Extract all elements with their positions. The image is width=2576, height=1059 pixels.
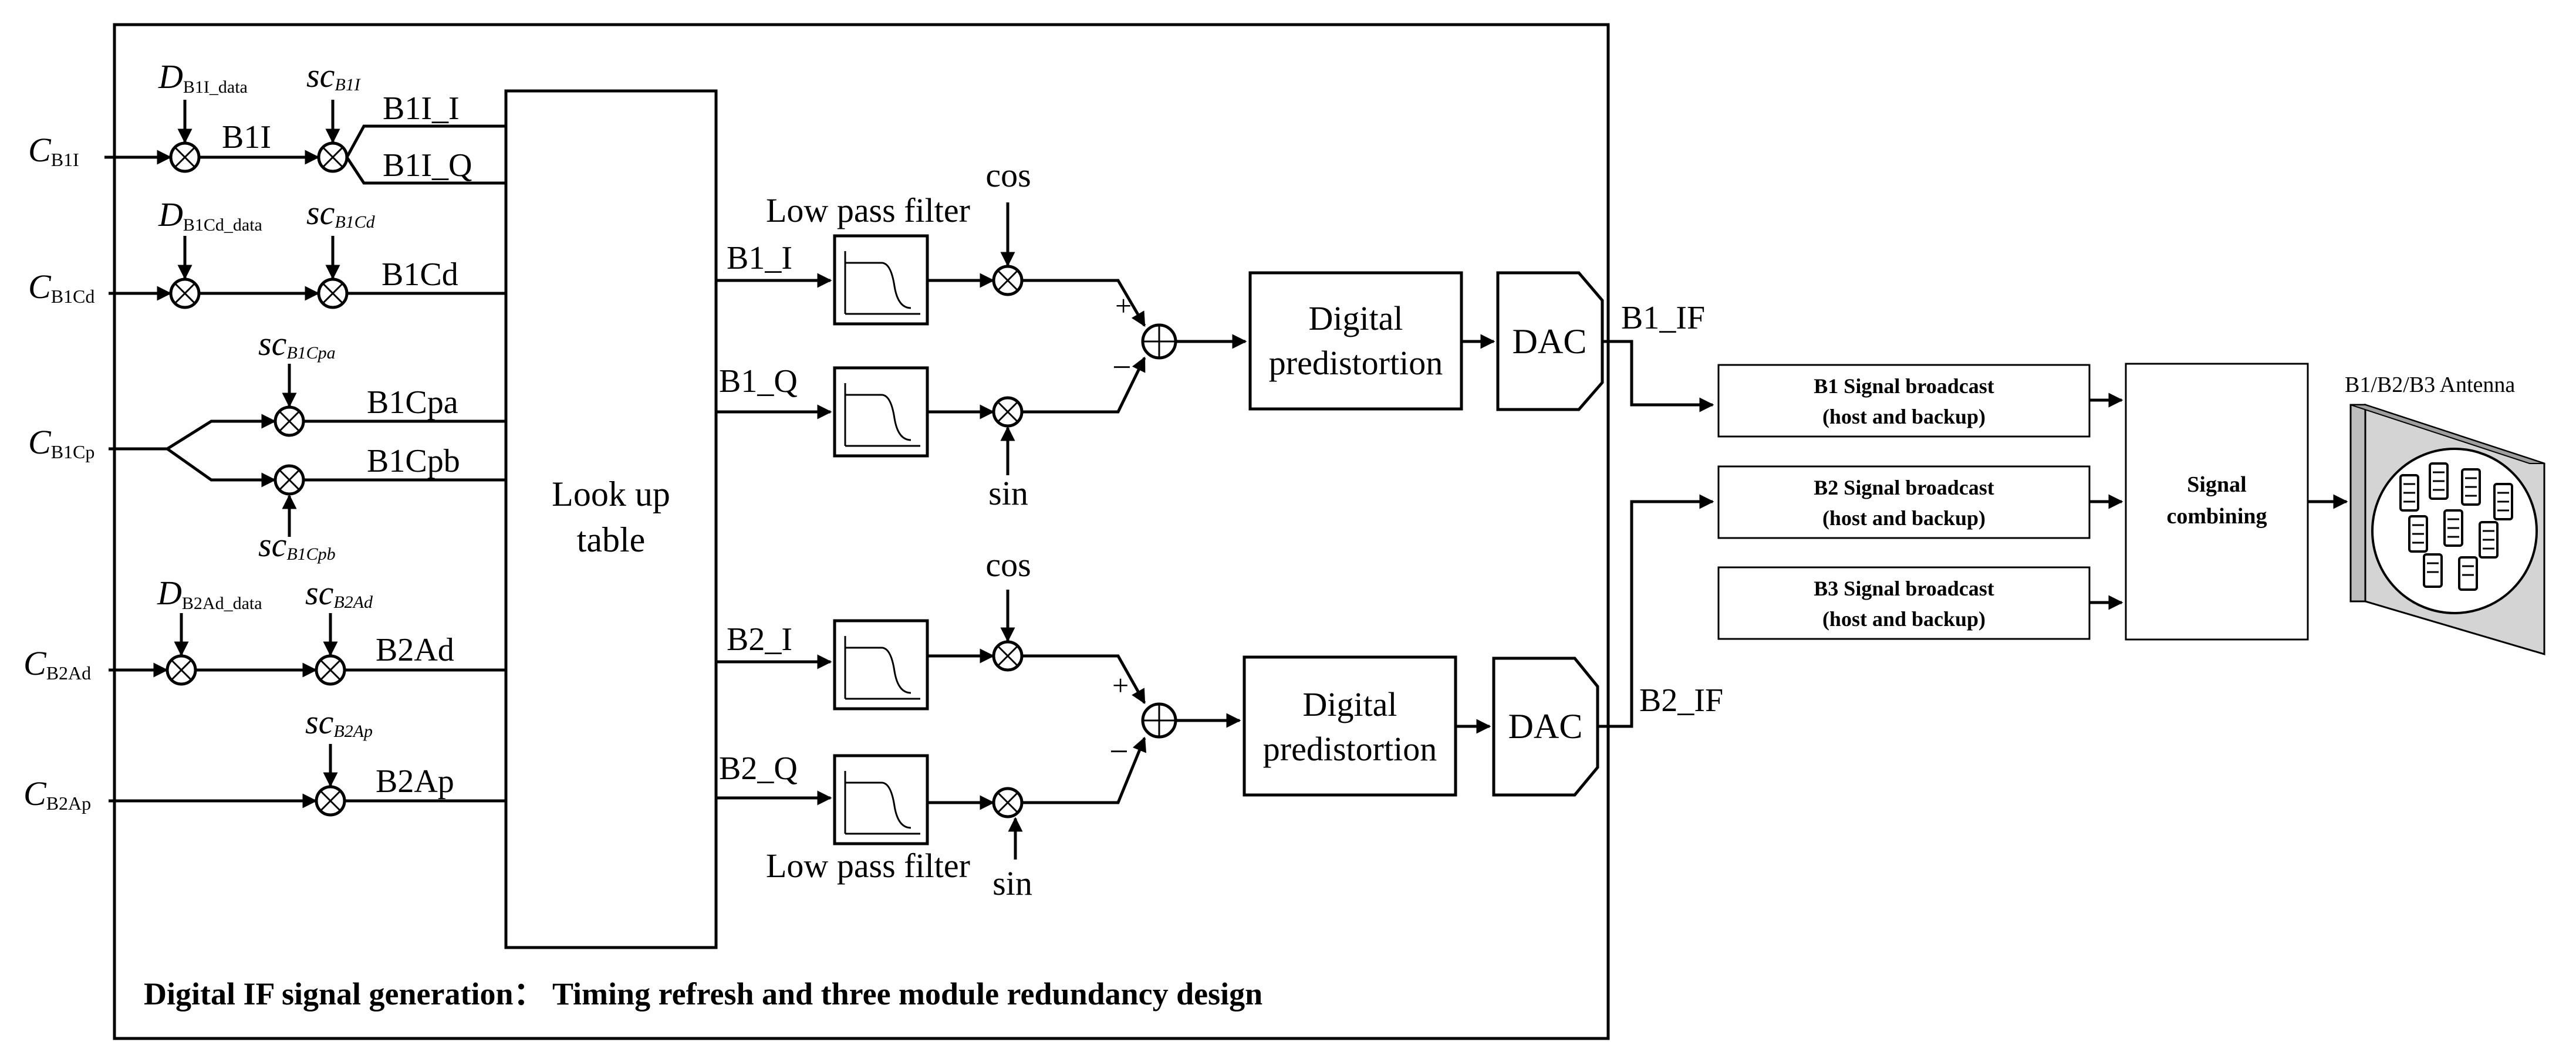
- look-up-table-line1: Look up: [552, 475, 670, 513]
- broadcast-b3-line2: (host and backup): [1822, 607, 1986, 631]
- digital-predistortion-b2-line1: Digital: [1302, 685, 1397, 723]
- broadcast-b2-line2: (host and backup): [1822, 506, 1986, 530]
- multiplier-b1cd-data: [169, 278, 201, 309]
- input-c-b2ad: CB2Ad: [23, 644, 91, 684]
- sin-label-b2: sin: [992, 864, 1032, 902]
- digital-predistortion-b1-line1: Digital: [1308, 299, 1403, 337]
- signal-b2ad: B2Ad: [376, 632, 454, 668]
- low-pass-filter-b1-i: [833, 234, 929, 326]
- signal-b1i-i: B1I_I: [383, 90, 460, 127]
- minus-sign-b1: −: [1112, 348, 1132, 386]
- label-sc-b2ap: scB2Ap: [305, 703, 373, 741]
- sin-label-b1: sin: [988, 474, 1028, 512]
- digital-predistortion-b2: [1243, 655, 1457, 797]
- digital-predistortion-b1-line2: predistortion: [1269, 344, 1443, 382]
- low-pass-filter-label-bottom: Low pass filter: [766, 847, 970, 885]
- label-sc-b1cpb: scB1Cpb: [258, 526, 336, 564]
- mixer-b1-cos: [992, 265, 1024, 296]
- multiplier-b1cpb-subcarrier: [274, 464, 305, 496]
- summer-b1: [1141, 323, 1177, 360]
- label-sc-b1cd: scB1Cd: [306, 194, 376, 232]
- module-caption: Digital IF signal generation： Timing ref…: [144, 976, 1262, 1011]
- signal-b1cd: B1Cd: [381, 256, 458, 293]
- low-pass-filter-b1-q: [833, 366, 929, 458]
- digital-predistortion-b2-line2: predistortion: [1263, 730, 1437, 768]
- look-up-table-block: [504, 89, 718, 949]
- plus-sign-b1: +: [1115, 289, 1132, 322]
- input-c-b1cd: CB1Cd: [28, 268, 94, 307]
- multiplier-b1i-data: [169, 141, 201, 173]
- signal-b2-q: B2_Q: [719, 750, 798, 787]
- signal-b2-i: B2_I: [727, 621, 792, 658]
- multiplier-b1cd-subcarrier: [317, 278, 349, 309]
- dac-b1-label: DAC: [1512, 322, 1587, 361]
- summer-b2: [1141, 702, 1177, 739]
- label-d-b1i-data: DB1I_data: [158, 57, 248, 97]
- multiplier-b2ad-data: [166, 654, 197, 686]
- antenna-label: B1/B2/B3 Antenna: [2345, 373, 2515, 397]
- label-sc-b1i: scB1I: [306, 56, 362, 94]
- dac-b2-label: DAC: [1508, 707, 1583, 746]
- label-sc-b2ad: scB2Ad: [305, 574, 373, 612]
- label-d-b1cd-data: DB1Cd_data: [158, 195, 262, 235]
- multiplier-b2ap-subcarrier: [315, 785, 346, 817]
- input-c-b2ap: CB2Ap: [23, 774, 91, 814]
- broadcast-b1-line1: B1 Signal broadcast: [1814, 374, 1994, 398]
- label-sc-b1cpa: scB1Cpa: [258, 324, 336, 363]
- multiplier-b2ad-subcarrier: [315, 654, 346, 686]
- look-up-table-line2: table: [577, 520, 646, 559]
- input-c-b1i: CB1I: [28, 131, 79, 170]
- signal-b1cpa: B1Cpa: [367, 384, 458, 421]
- mixer-b2-cos: [992, 640, 1024, 672]
- signal-b1i-q: B1I_Q: [383, 147, 472, 184]
- signal-b1-i: B1_I: [727, 240, 792, 276]
- cos-label-b2: cos: [985, 546, 1031, 584]
- mixer-b2-sin: [992, 787, 1024, 818]
- dac-b1: [1496, 271, 1604, 411]
- plus-sign-b2: +: [1112, 669, 1129, 702]
- multiplier-b1i-subcarrier: [317, 141, 349, 173]
- multiplier-b1cpa-subcarrier: [274, 405, 305, 437]
- cos-label-b1: cos: [985, 156, 1031, 194]
- minus-sign-b2: −: [1109, 732, 1129, 770]
- low-pass-filter-label-top: Low pass filter: [766, 191, 970, 229]
- low-pass-filter-b2-i: [833, 619, 929, 710]
- digital-if-module-frame: [113, 23, 1610, 1040]
- signal-b1cpb: B1Cpb: [367, 443, 460, 479]
- dac-b2: [1492, 657, 1599, 797]
- low-pass-filter-b2-q: [833, 754, 929, 845]
- antenna-panel-icon: [2349, 403, 2545, 656]
- label-d-b2ad-data: DB2Ad_data: [157, 574, 262, 613]
- signal-b1-q: B1_Q: [719, 363, 798, 400]
- digital-predistortion-b1: [1248, 271, 1463, 411]
- signal-combining-line1: Signal: [2187, 472, 2246, 497]
- signal-b1i: B1I: [222, 119, 271, 155]
- input-c-b1cp: CB1Cp: [28, 423, 94, 462]
- signal-combining-line2: combining: [2166, 504, 2267, 529]
- broadcast-b1-line2: (host and backup): [1822, 405, 1986, 428]
- broadcast-b2-line1: B2 Signal broadcast: [1814, 476, 1994, 499]
- signal-b2ap: B2Ap: [376, 763, 454, 800]
- signal-b2-if: B2_IF: [1639, 682, 1723, 719]
- broadcast-b3-line1: B3 Signal broadcast: [1814, 577, 1994, 600]
- mixer-b1-sin: [992, 396, 1024, 428]
- signal-combining-block: [2125, 363, 2309, 641]
- signal-b1-if: B1_IF: [1621, 300, 1705, 336]
